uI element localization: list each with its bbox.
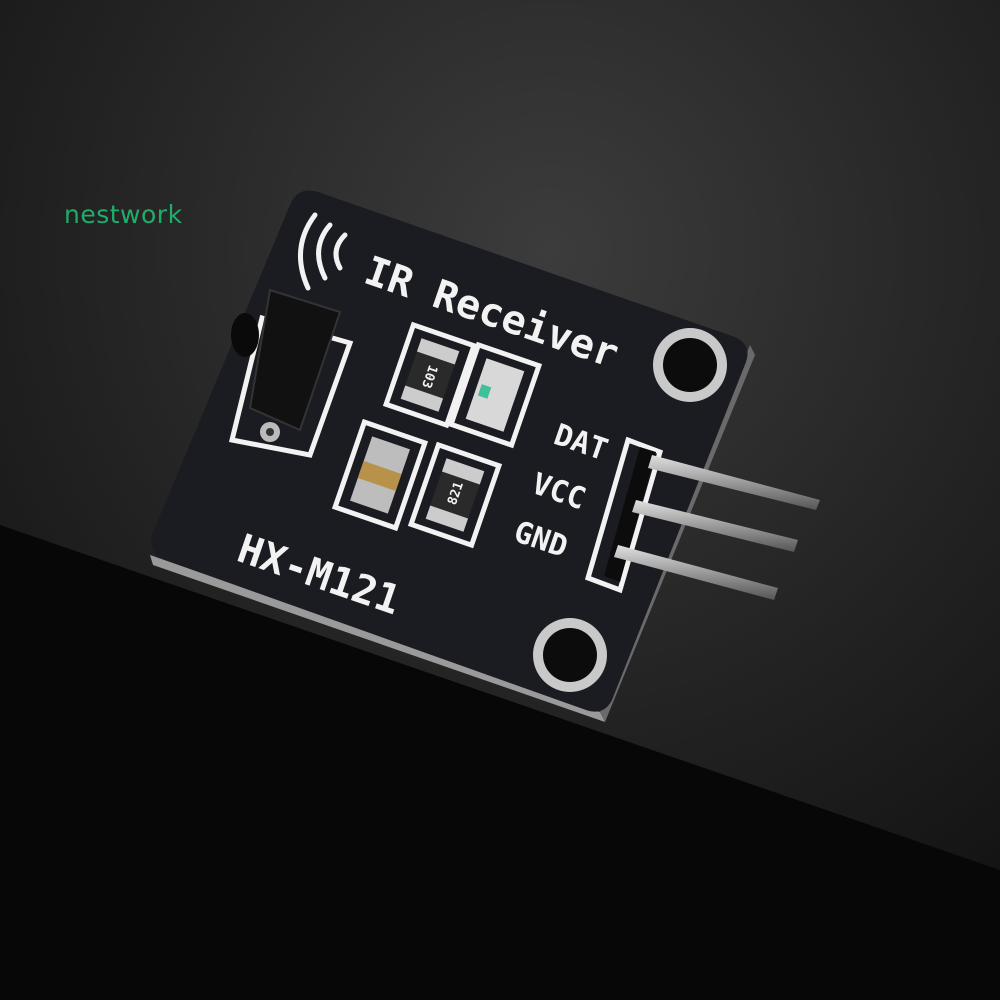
pcb-edge bbox=[150, 555, 605, 722]
resistor-code: 103 bbox=[418, 363, 440, 390]
resistor-code: 821 bbox=[445, 480, 467, 507]
led-indicator bbox=[447, 341, 543, 449]
resistor-821: 821 bbox=[407, 441, 503, 549]
background-shadow-plane bbox=[0, 525, 1000, 1000]
signal-waves-icon bbox=[297, 212, 348, 291]
capacitor bbox=[331, 418, 429, 532]
pin-gnd bbox=[614, 545, 778, 600]
resistor-103: 103 bbox=[382, 321, 478, 429]
pin-vcc bbox=[632, 500, 798, 552]
ir-receiver-sensor bbox=[231, 288, 342, 442]
pin-dat bbox=[648, 455, 820, 510]
header-outline bbox=[584, 436, 664, 594]
header-pins bbox=[614, 455, 820, 600]
watermark: nestwork bbox=[64, 200, 183, 229]
mounting-hole-top bbox=[653, 328, 727, 402]
mounting-hole-bottom bbox=[533, 618, 607, 692]
